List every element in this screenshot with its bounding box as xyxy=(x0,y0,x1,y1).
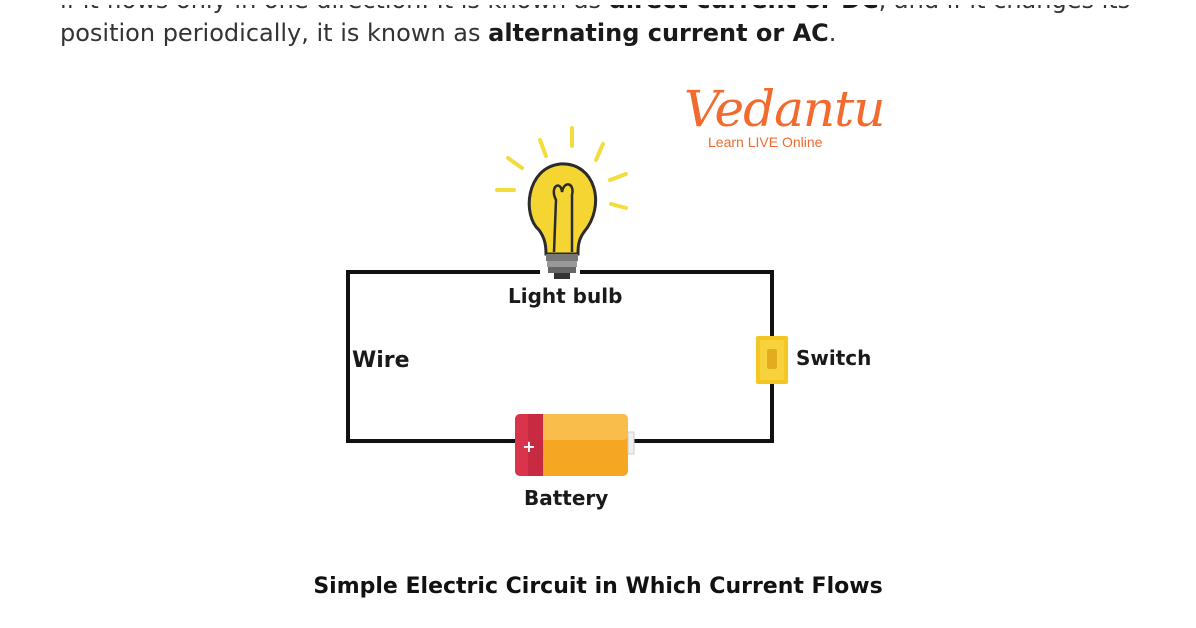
intro-line-2-text: position periodically, it is known as xyxy=(60,19,489,47)
light-bulb-icon xyxy=(495,126,628,279)
top-crop-edge xyxy=(0,0,1196,5)
light-rays-icon xyxy=(495,126,628,210)
intro-line-2-tail: . xyxy=(828,19,837,47)
battery-plus-sign: + xyxy=(522,437,535,456)
light-bulb-label: Light bulb xyxy=(508,284,623,308)
wire-label: Wire xyxy=(352,348,410,373)
battery-icon: + xyxy=(515,414,635,476)
intro-line-2: position periodically, it is known as al… xyxy=(60,17,1160,50)
vedantu-logo: Vedantu Learn LIVE Online xyxy=(684,80,885,150)
logo-wordmark: Vedantu xyxy=(684,80,885,138)
intro-paragraph: if it flows only in one direction. It is… xyxy=(60,0,1160,50)
ac-term: alternating current or AC xyxy=(488,19,829,47)
switch-icon xyxy=(756,336,788,384)
logo-tagline: Learn LIVE Online xyxy=(708,134,823,150)
battery-label: Battery xyxy=(524,486,609,510)
circuit-wire xyxy=(346,270,774,443)
figure-caption: Simple Electric Circuit in Which Current… xyxy=(313,574,883,599)
switch-label: Switch xyxy=(796,346,872,370)
